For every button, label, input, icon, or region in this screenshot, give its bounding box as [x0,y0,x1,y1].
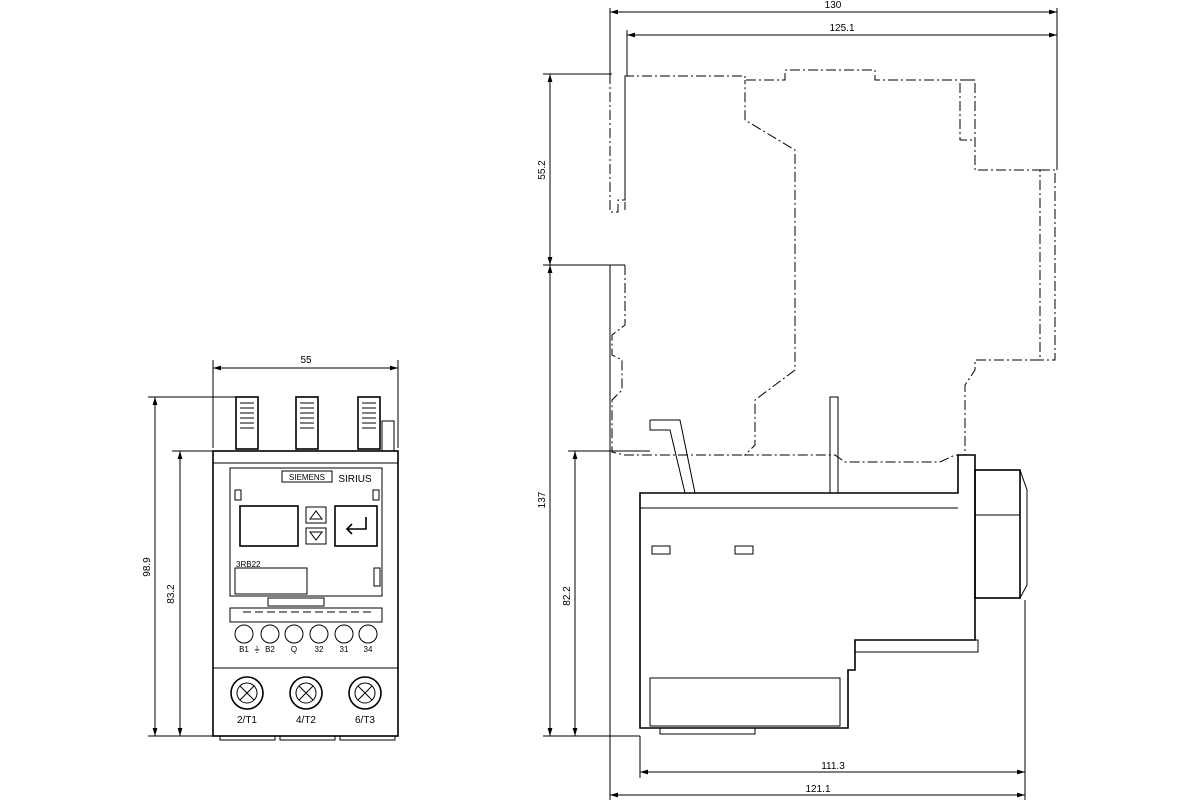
dimension-front-body-height: 83.2 [166,450,213,736]
enter-button[interactable] [334,505,378,547]
dimension-side-body-height: 82.2 [562,450,650,736]
up-button[interactable] [305,506,327,524]
contactor-phantom-outline [609,69,1041,463]
label-plate [234,567,308,595]
dimension-front-width: 55 [212,355,399,448]
dim-front-width-label: 55 [300,355,312,366]
front-panel [229,467,383,597]
front-view: 55 98.9 83.2 [142,355,399,741]
display-screen [239,505,299,547]
terminal-screw[interactable] [260,624,280,644]
terminal-label: ⏚ [253,645,261,654]
power-terminal-label: 4/T2 [296,715,316,726]
dimension-side-upper-height: 55.2 [537,73,625,266]
product-label: SIRIUS [338,474,372,485]
terminal-label: 31 [340,645,349,654]
control-terminals [234,624,378,644]
up-arrow-icon [309,510,323,520]
terminal-label: B1 [239,645,249,654]
terminal-screw[interactable] [358,624,378,644]
terminal-screw[interactable] [284,624,304,644]
terminal-screw[interactable] [309,624,329,644]
dimension-front-total-height: 98.9 [142,396,240,737]
terminal-screw[interactable] [234,624,254,644]
power-terminals [230,676,382,710]
pin-3 [357,396,381,450]
front-housing [212,450,399,737]
front-cover-side [974,469,1021,599]
control-terminal-labels: B1 ⏚ B2 Q 32 31 34 [239,645,373,654]
power-terminal-screw[interactable] [348,676,382,710]
brand-label: SIEMENS [289,473,325,482]
terminal-label: B2 [265,645,275,654]
dim-side-bottom-overall-label: 121.1 [805,784,830,795]
latch-pin [829,396,839,494]
relay-side-body [639,396,979,735]
small-pin [381,420,395,452]
dimension-side-top-inner: 125.1 [626,23,1057,76]
power-terminal-screw[interactable] [289,676,323,710]
dim-front-body-height-label: 83.2 [166,584,177,604]
terminal-label: 34 [364,645,373,654]
terminal-screw[interactable] [334,624,354,644]
dimension-side-bottom-inner: 111.3 [639,600,1026,800]
terminal-label: 32 [315,645,324,654]
dim-side-top-overall-label: 130 [825,0,842,11]
dim-side-body-height-label: 82.2 [562,586,573,606]
slot [734,545,754,555]
dim-front-total-height-label: 98.9 [142,557,153,577]
dim-side-bottom-inner-label: 111.3 [821,761,845,772]
model-label: 3RB22 [236,560,261,569]
power-terminal-label: 6/T3 [355,715,375,726]
dimension-side-total-height: 137 [537,265,640,737]
dim-side-upper-height-label: 55.2 [537,160,548,180]
terminal-label: Q [291,645,297,654]
pin-2 [295,396,319,450]
pin-1 [235,396,259,450]
top-pins [235,396,395,452]
bottom-terminal-block [649,677,841,727]
dim-side-total-height-label: 137 [537,491,548,508]
power-terminal-screw[interactable] [230,676,264,710]
front-panel-protrusion [974,469,1028,599]
brand-box [281,470,333,483]
dimension-side-bottom-overall: 121.1 [609,265,1025,800]
down-button[interactable] [305,527,327,545]
relay-housing-side [639,454,976,729]
slot [651,545,671,555]
down-arrow-icon [309,531,323,541]
dim-side-top-inner-label: 125.1 [829,23,854,34]
terminal-cover-strip [229,607,383,623]
side-view: 130 125.1 55.2 137 82.2 [537,0,1058,800]
power-terminal-label: 2/T1 [237,715,257,726]
enter-icon [345,517,367,535]
